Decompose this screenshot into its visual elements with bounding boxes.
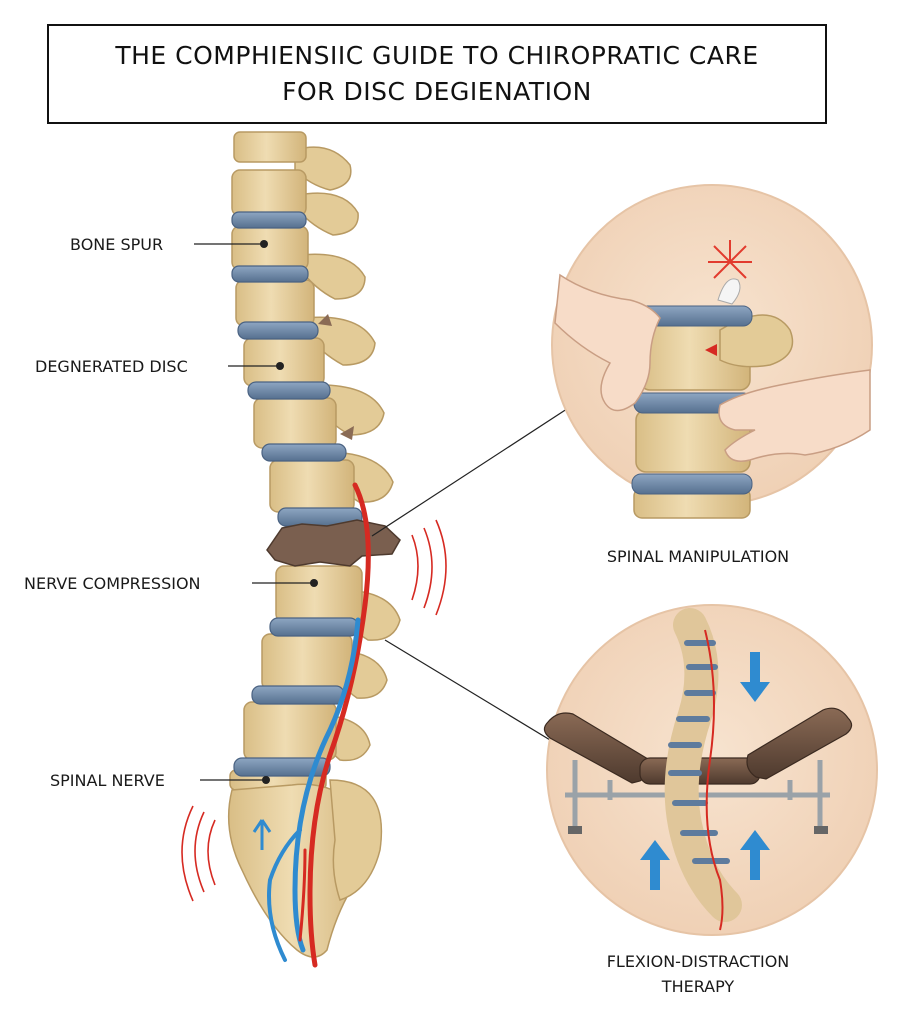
coccyx: [329, 779, 383, 901]
label-nerve-compression: NERVE COMPRESSION: [24, 574, 318, 593]
arrow-down-icon: [740, 652, 770, 702]
arrows: [640, 652, 770, 890]
bone-spur-mark-2: [340, 426, 354, 440]
red-arrow-icon: [705, 344, 717, 356]
therapy-spine: [664, 608, 742, 931]
manipulation-panel: SPINAL MANIPULATION: [551, 184, 873, 566]
nerves: [267, 482, 371, 968]
title-line-2: FOR DISC DEGIENATION: [282, 77, 592, 106]
label-bone-spur-text: BONE SPUR: [70, 235, 163, 254]
caption-spinal-manipulation: SPINAL MANIPULATION: [607, 547, 789, 566]
label-nerve-compression-text: NERVE COMPRESSION: [24, 574, 201, 593]
connector-line-flexion: [384, 639, 561, 747]
pain-waves: [181, 519, 447, 902]
title-line-1: THE COMPHIENSIIC GUIDE TO CHIROPRATIC CA…: [115, 41, 759, 70]
nerve-arrow-icon: [252, 819, 272, 850]
arrow-up-icon-2: [740, 830, 770, 880]
caption-flexion-line-2: THERAPY: [661, 977, 735, 996]
title-box: THE COMPHIENSIIC GUIDE TO CHIROPRATIC CA…: [47, 24, 827, 124]
left-hand: [554, 273, 661, 412]
label-degenerated-disc: DEGNERATED DISC: [35, 357, 284, 376]
flexion-panel: FLEXION-DISTRACTION THERAPY: [543, 604, 878, 996]
spark-icon: [708, 240, 752, 279]
right-hand: [718, 369, 871, 462]
label-spinal-nerve: SPINAL NERVE: [50, 771, 270, 790]
label-degenerated-disc-text: DEGNERATED DISC: [35, 357, 188, 376]
herniated-disc: [266, 519, 401, 567]
caption-flexion-line-1: FLEXION-DISTRACTION: [607, 952, 790, 971]
bone-spur-mark: [318, 314, 332, 326]
label-bone-spur: BONE SPUR: [70, 235, 268, 254]
vertebral-bodies: [229, 131, 363, 791]
arrow-up-icon: [640, 840, 670, 890]
main-spine: [181, 131, 447, 968]
label-spinal-nerve-text: SPINAL NERVE: [50, 771, 165, 790]
